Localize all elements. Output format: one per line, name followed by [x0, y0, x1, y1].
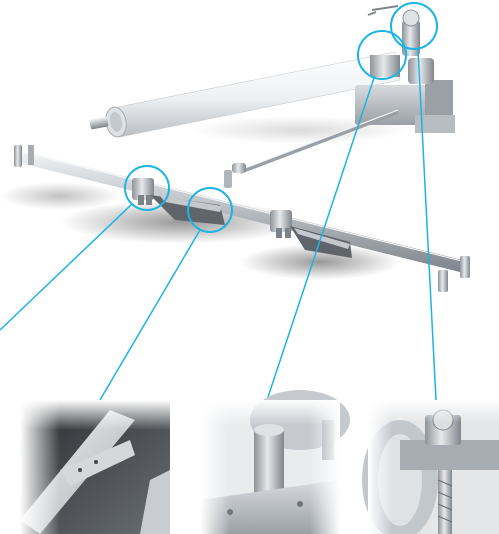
- callout-circles: [124, 2, 438, 233]
- pipe-clamps: [132, 178, 292, 238]
- long-pipe: [14, 145, 471, 292]
- linkage-rod: [224, 109, 399, 188]
- leader-lines: [0, 48, 437, 401]
- detail-panel-bracket: [20, 400, 170, 534]
- detail-panel-pedestal: [200, 390, 350, 534]
- detail-panel-bolt: [362, 400, 499, 534]
- drive-assembly: [355, 5, 455, 133]
- main-tube: [89, 51, 401, 138]
